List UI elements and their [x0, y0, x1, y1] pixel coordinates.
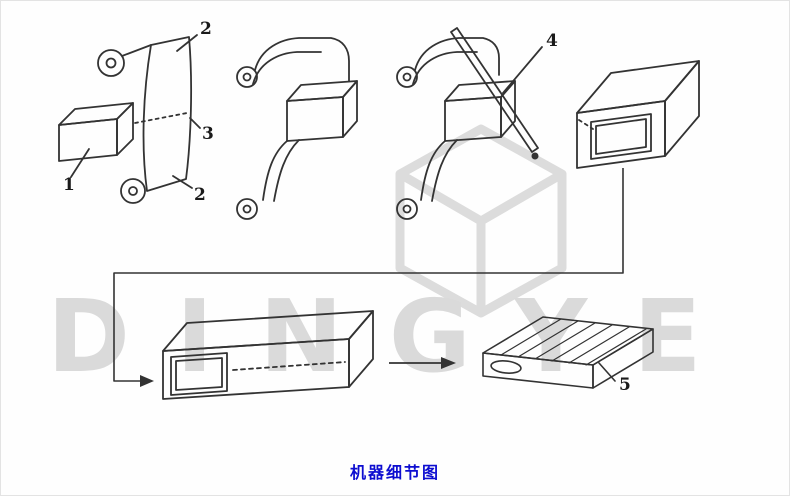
- film-web-lower-outer: [262, 140, 288, 201]
- part-labels: 1 2 3 2 4 5: [63, 19, 631, 395]
- film-flap-outer: [414, 37, 500, 76]
- label-3: 3: [202, 124, 214, 144]
- flow-path: [113, 168, 624, 382]
- film-tangent-top: [121, 44, 152, 57]
- step-film-unwind: [58, 34, 201, 204]
- step-film-forming: [236, 37, 358, 220]
- guide-roller-top: [236, 66, 258, 88]
- guide-roller-bottom: [236, 198, 258, 220]
- leader-label-1: [70, 148, 90, 178]
- film-sheet: [142, 36, 193, 192]
- caption: 机器细节图: [349, 465, 440, 482]
- package-dashed-centerline: [232, 361, 346, 371]
- caption-bar: 机器细节图: [1, 459, 789, 483]
- leader-label-2-bottom: [172, 175, 193, 189]
- film-roll-bottom: [120, 178, 146, 204]
- arrowhead: [441, 357, 456, 369]
- wrapped-box-side: [664, 60, 700, 157]
- film-flap-outer: [254, 37, 350, 82]
- machine-detail-diagram: DINGYE: [1, 1, 789, 449]
- box-being-wrapped: [286, 80, 358, 142]
- finished-top: [482, 316, 654, 366]
- top-hatching: [500, 318, 647, 366]
- film-window-outer: [590, 113, 652, 160]
- film-flap-inner: [252, 51, 322, 85]
- film-window-inner: [595, 118, 647, 155]
- brand-hexagon-logo: [395, 124, 567, 318]
- package-side: [348, 310, 374, 388]
- label-1: 1: [63, 175, 75, 195]
- bar-tip: [531, 152, 539, 160]
- leader-label-4: [502, 46, 543, 94]
- package-front: [162, 338, 350, 400]
- guide-roller-top: [396, 66, 418, 88]
- film-web-lower-inner: [431, 139, 458, 202]
- guide-roller-bottom: [396, 198, 418, 220]
- film-web-lower-outer: [420, 140, 446, 201]
- step-finished-package: [482, 316, 654, 389]
- flow-connector: [113, 168, 624, 387]
- leader-label-5: [598, 362, 616, 382]
- film-roll-bottom-core: [128, 186, 138, 196]
- label-5: 5: [619, 375, 631, 395]
- label-2-top: 2: [200, 19, 212, 39]
- step-wrapped-box: [576, 60, 700, 169]
- film-roll-top-core: [105, 57, 117, 69]
- step-sealing-cutting: [396, 27, 543, 220]
- flow-arrow-bottom: [389, 357, 456, 369]
- film-web-lower-inner: [273, 139, 300, 202]
- film-overlap-dotted-line: [134, 112, 188, 124]
- open-end-outer: [170, 352, 228, 396]
- step-shrink-package: [162, 310, 374, 400]
- product-box: [58, 102, 134, 162]
- open-end-inner: [175, 357, 223, 391]
- film-roll-top: [97, 49, 125, 77]
- label-2-bottom: 2: [194, 185, 206, 205]
- leader-label-3: [189, 117, 201, 129]
- shrink-opening: [490, 360, 522, 374]
- sealing-cutting-bar: [450, 27, 539, 160]
- box-being-sealed: [444, 80, 516, 142]
- leader-label-2-top: [176, 34, 198, 52]
- finished-side: [592, 328, 654, 389]
- flow-arrowhead: [140, 375, 154, 387]
- label-4: 4: [546, 31, 558, 51]
- seam-dotted-line: [578, 119, 594, 130]
- process-lineart: 1 2 3 2 4 5: [58, 19, 700, 400]
- film-flap-inner: [412, 51, 478, 85]
